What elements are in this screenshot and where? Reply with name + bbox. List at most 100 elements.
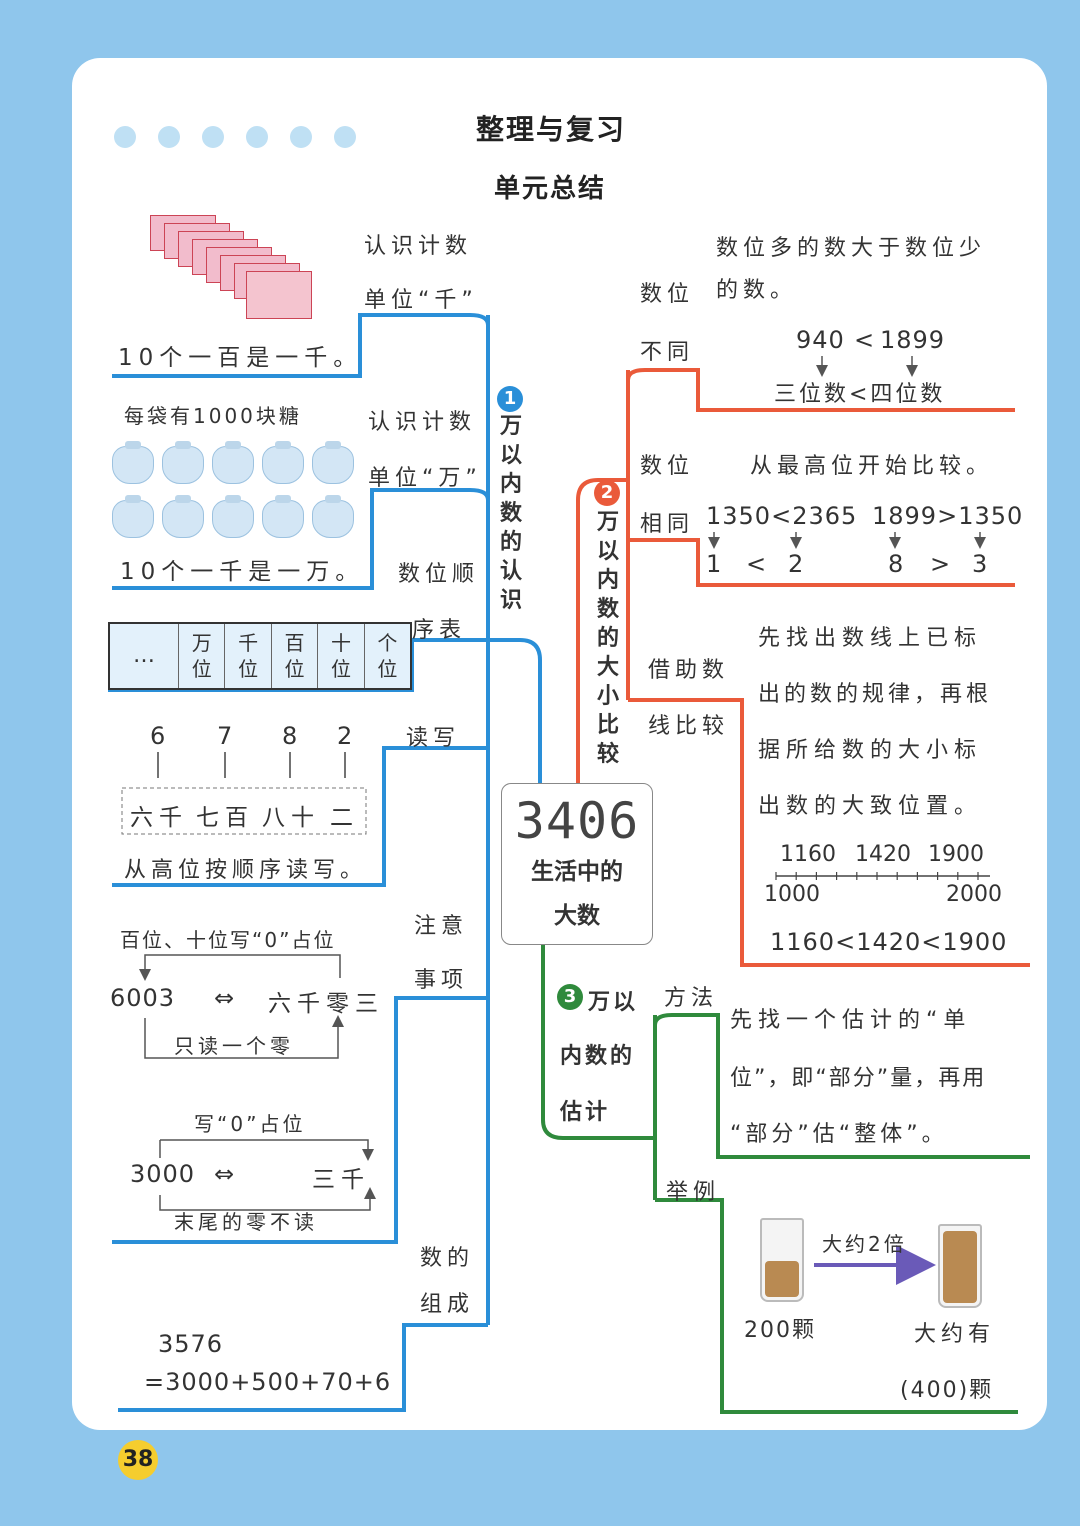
same-op: > (930, 550, 952, 578)
candy-caption: 每袋有1000块糖 (124, 404, 302, 428)
attention-ex1-top: 百位、十位写“0”占位 (120, 928, 336, 952)
tenthousand-note: 10个一千是一万。 (120, 559, 365, 585)
page-title: 整理与复习 (476, 113, 627, 146)
different-label-1: 数位 (640, 282, 695, 307)
attention-ex2-words: 三千 (312, 1167, 370, 1193)
different-ex-op: < (854, 326, 876, 354)
example-label: 举例 (666, 1180, 721, 1205)
example-right-2: (400)颗 (900, 1378, 994, 1403)
binder-hole (202, 126, 224, 148)
words-box (121, 787, 367, 835)
digit: 8 (282, 722, 299, 750)
digit-word: 六千 (130, 805, 188, 831)
page-number: 38 (118, 1440, 158, 1480)
digit-arrows (157, 752, 346, 778)
place-cell: 百位 (270, 624, 317, 688)
center-label-2: 大数 (554, 903, 600, 929)
attention-ex1-bottom: 只读一个零 (174, 1034, 294, 1058)
read-write-label: 读写 (406, 726, 461, 751)
numberline-top-value: 1160 (780, 842, 836, 867)
place-table-label-2: 序表 (412, 618, 467, 643)
digit-word: 七百 (196, 805, 254, 831)
example-left: 200颗 (744, 1318, 816, 1343)
attention-ex1-arrow: ⇔ (214, 984, 236, 1012)
read-write-note: 从高位按顺序读写。 (124, 858, 368, 883)
example-right-1: 大约有 (914, 1322, 996, 1347)
thousand-label-1: 认识计数 (364, 234, 473, 259)
blue-branch-lines (108, 313, 542, 1412)
branch3-badge: 3 (557, 984, 583, 1010)
same-rule: 从最高位开始比较。 (750, 454, 994, 479)
numberline-start: 1000 (764, 882, 820, 907)
numberline-text: 先找出数线上已标 (758, 626, 983, 651)
composition-label-1: 数的 (420, 1246, 475, 1271)
thousand-note: 10个一百是一千。 (118, 345, 363, 371)
binder-hole (246, 126, 268, 148)
tenthousand-label-1: 认识计数 (368, 410, 477, 435)
jar-small-image (760, 1218, 804, 1302)
same-digit: 8 (888, 550, 905, 578)
attention-ex2-arrow: ⇔ (214, 1160, 236, 1188)
digit: 6 (150, 722, 167, 750)
attention-brackets (139, 954, 376, 1211)
same-digit: 2 (788, 550, 805, 578)
branch1-title: 万以内数的认识 (499, 414, 522, 613)
binder-hole (334, 126, 356, 148)
same-digit: 1 (706, 550, 723, 578)
attention-ex2-top: 写“0”占位 (194, 1112, 306, 1136)
different-rule-1: 数位多的数大于数位少 (716, 236, 987, 261)
method-text: “部分”估“整体”。 (730, 1122, 948, 1147)
branch2-badge: 2 (594, 480, 620, 506)
same-label-1: 数位 (640, 454, 695, 479)
same-ex2: 1899>1350 (872, 502, 1024, 530)
binder-hole (114, 126, 136, 148)
digit-word: 八十 (262, 805, 320, 831)
branch3-title-3: 估计 (560, 1100, 611, 1125)
same-ex1: 1350<2365 (706, 502, 858, 530)
binder-hole (158, 126, 180, 148)
numberline-text: 据所给数的大小标 (758, 738, 983, 763)
place-cell: 万位 (178, 624, 224, 688)
same-digit: 3 (972, 550, 989, 578)
green-branch-lines (541, 943, 1030, 1414)
attention-label-1: 注意 (414, 914, 469, 939)
same-label-2: 相同 (640, 512, 695, 537)
numberline-result: 1160<1420<1900 (770, 928, 1008, 956)
place-cell: … (133, 643, 156, 668)
numberline-top-value: 1420 (855, 842, 911, 867)
page-subtitle: 单元总结 (494, 174, 607, 204)
attention-ex1-number: 6003 (110, 984, 176, 1012)
different-ex-left: 940 (796, 326, 845, 354)
attention-label-2: 事项 (414, 968, 469, 993)
center-number: 3406 (514, 792, 640, 850)
attention-ex1-words: 六千零三 (268, 991, 384, 1017)
composition-line-1: 3576 (158, 1330, 224, 1358)
numberline-text: 出数的大致位置。 (758, 794, 983, 819)
place-cell: 十位 (317, 624, 363, 688)
method-text: 先找一个估计的“单 (730, 1008, 972, 1033)
numberline-label-1: 借助数 (648, 658, 730, 683)
tenthousand-label-2: 单位“万” (368, 466, 482, 491)
numberline-top-value: 1900 (928, 842, 984, 867)
jar-full-image (938, 1224, 982, 1308)
center-node: 3406 生活中的 大数 (501, 783, 653, 945)
method-label: 方法 (664, 986, 719, 1011)
banknote-stack-image (140, 215, 312, 320)
different-ex-right: 1899 (880, 326, 946, 354)
branch3-title-2: 内数的 (560, 1044, 636, 1069)
different-label-2: 不同 (640, 340, 695, 365)
composition-line-2: =3000+500+70+6 (144, 1368, 392, 1396)
numberline-end: 2000 (946, 882, 1002, 907)
attention-ex2-bottom: 末尾的零不读 (174, 1210, 318, 1234)
numberline-text: 出的数的规律，再根 (758, 682, 993, 707)
branch2-title: 万以内数的大小比较 (596, 510, 619, 767)
digit: 7 (217, 722, 234, 750)
digit: 2 (337, 722, 354, 750)
branch3-title-1: 万以 (588, 990, 639, 1015)
compare-arrows (708, 356, 986, 549)
place-table-label-1: 数位顺 (398, 562, 480, 587)
center-label-1: 生活中的 (531, 859, 623, 885)
number-line (775, 872, 990, 880)
example-arrow-label: 大约2倍 (822, 1232, 907, 1256)
